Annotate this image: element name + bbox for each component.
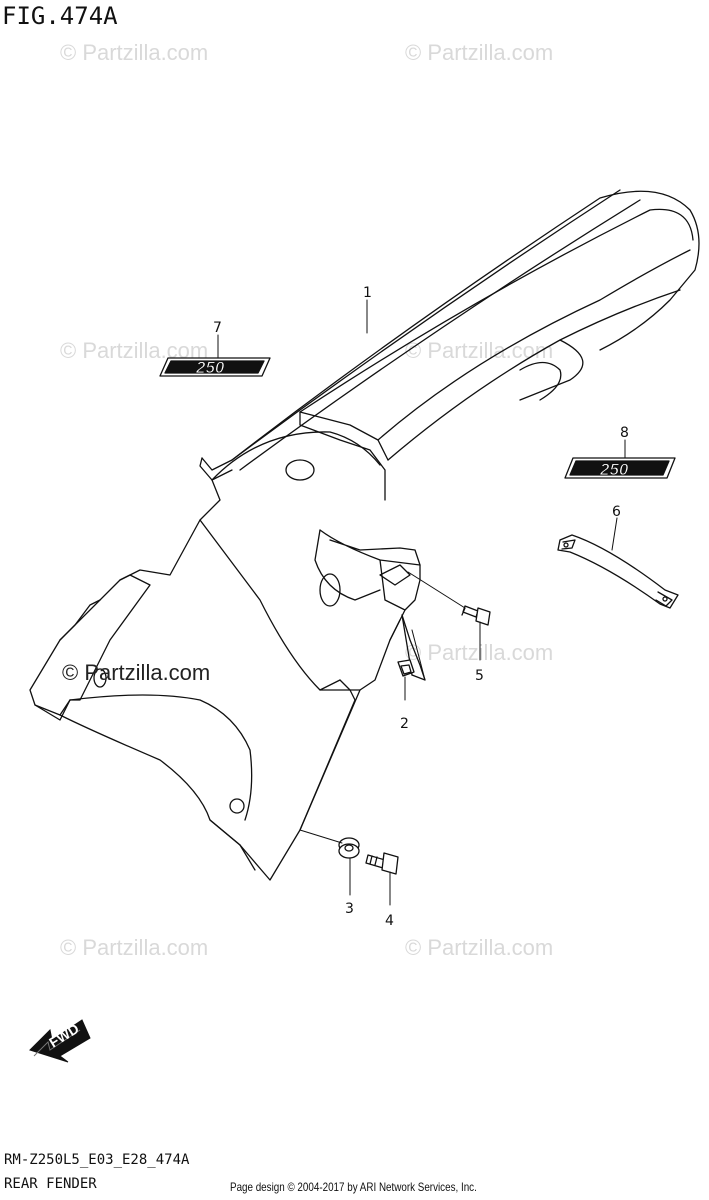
decal-250-part-7[interactable]: [159, 357, 271, 377]
clip-nut-part-2[interactable]: [397, 659, 415, 677]
decal-8-label: 250: [599, 460, 629, 479]
diagram-code: RM-Z250L5_E03_E28_474A: [4, 1152, 190, 1168]
rear-fender-part-1[interactable]: [29, 189, 700, 881]
watermark: © Partzilla.com: [405, 935, 554, 960]
fwd-arrow-icon: [29, 1019, 91, 1063]
watermark: © Partzilla.com: [60, 40, 209, 65]
bolt-part-5[interactable]: [461, 605, 491, 626]
diagram-name: REAR FENDER: [4, 1176, 97, 1192]
collar-part-3[interactable]: [338, 837, 360, 859]
watermark-dark: © Partzilla.com: [62, 660, 211, 685]
watermark: © Partzilla.com: [405, 40, 554, 65]
figure-title: FIG.474A: [2, 2, 118, 30]
callout-8: 8: [620, 425, 629, 441]
copyright-notice: Page design © 2004-2017 by ARI Network S…: [230, 1180, 477, 1194]
callout-7: 7: [213, 320, 222, 336]
callout-3: 3: [345, 901, 354, 917]
callout-1: 1: [363, 285, 372, 301]
callout-2: 2: [400, 716, 409, 732]
leader-lines: [217, 299, 626, 906]
watermark: © Partzilla.com: [405, 640, 554, 665]
callout-6: 6: [612, 504, 621, 520]
decal-250-part-8[interactable]: [564, 457, 676, 479]
decal-7-label: 250: [195, 358, 225, 377]
strap-part-6[interactable]: [557, 534, 679, 609]
callout-5: 5: [475, 668, 484, 684]
callout-4: 4: [385, 913, 394, 929]
watermark: © Partzilla.com: [60, 935, 209, 960]
bolt-part-4[interactable]: [365, 852, 399, 875]
